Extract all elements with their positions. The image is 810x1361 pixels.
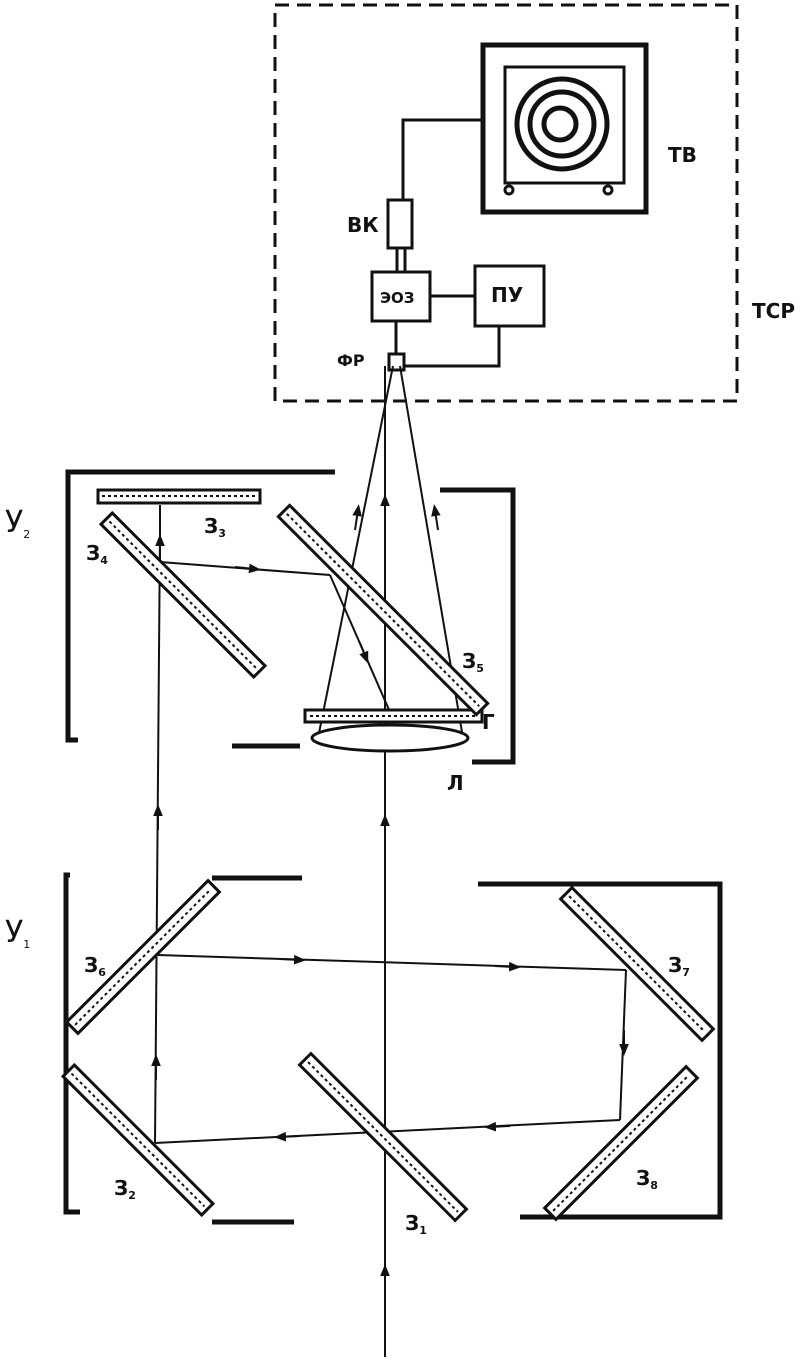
unit-u1-frame	[63, 872, 723, 1225]
label-l: Л	[447, 771, 464, 795]
unit-u2-frame	[65, 469, 516, 765]
mirror-5	[276, 503, 490, 717]
label-pu: ПУ	[491, 283, 523, 307]
tv-monitor	[480, 42, 649, 215]
label-mirror-8: З8	[636, 1166, 658, 1192]
label-vk: ВК	[347, 213, 379, 237]
signal-wires	[394, 118, 501, 368]
label-mirror-7: З7	[668, 953, 690, 979]
label-mirror-4: З4	[86, 541, 108, 567]
mirror-4	[98, 510, 268, 680]
lens-l	[310, 723, 470, 753]
label-tsr: ТСР	[752, 299, 795, 323]
label-mirror-6: З6	[84, 953, 106, 979]
label-u1: У1	[5, 915, 30, 951]
label-mirror-3: З3	[204, 514, 226, 540]
light-beams	[151, 365, 629, 1357]
label-eoz: ЭОЗ	[380, 289, 414, 307]
video-camera-vk	[386, 198, 414, 250]
label-mirror-2: З2	[114, 1176, 136, 1202]
mirror-7	[558, 885, 716, 1043]
tsr-system-enclosure	[273, 3, 739, 403]
mirror-6	[64, 878, 222, 1036]
mirror-2	[60, 1062, 216, 1218]
mirror-1	[297, 1051, 469, 1223]
label-tv: ТВ	[668, 143, 697, 167]
mirror-3	[96, 488, 262, 505]
photodetector-fr	[387, 352, 406, 372]
label-u2: У2	[5, 505, 30, 541]
mirror-8	[542, 1064, 700, 1222]
label-mirror-1: З1	[405, 1211, 427, 1237]
grating-plate-g	[303, 708, 484, 724]
pu-block	[473, 264, 546, 328]
label-fr: ФР	[337, 351, 365, 370]
label-mirror-5: З5	[462, 649, 484, 675]
label-g: Г	[482, 710, 495, 734]
